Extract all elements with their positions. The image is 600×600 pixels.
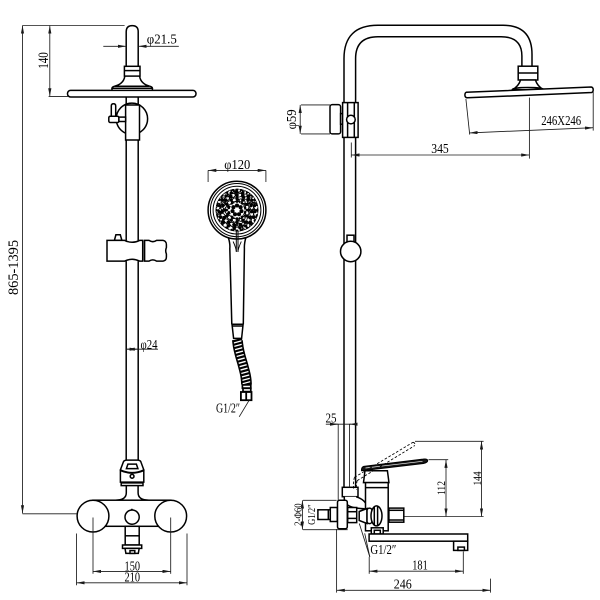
svg-text:246: 246 — [394, 578, 412, 593]
svg-text:G1/2″: G1/2″ — [306, 504, 318, 525]
svg-text:112: 112 — [436, 481, 448, 495]
svg-text:G1/2″: G1/2″ — [370, 542, 396, 557]
svg-text:140: 140 — [36, 52, 52, 69]
svg-text:2-Φ60: 2-Φ60 — [292, 503, 304, 526]
svg-text:246X246: 246X246 — [541, 114, 581, 129]
svg-text:345: 345 — [431, 142, 449, 157]
svg-text:144: 144 — [472, 471, 484, 485]
svg-text:150: 150 — [125, 560, 141, 575]
svg-text:210: 210 — [125, 571, 141, 586]
svg-text:865-1395: 865-1395 — [6, 240, 22, 295]
svg-text:G1/2″: G1/2″ — [216, 400, 240, 415]
svg-text:181: 181 — [412, 559, 428, 574]
svg-text:φ24: φ24 — [141, 338, 158, 353]
svg-text:φ59: φ59 — [285, 109, 300, 129]
svg-text:25: 25 — [326, 412, 337, 427]
svg-text:φ120: φ120 — [224, 158, 250, 173]
svg-text:φ21.5: φ21.5 — [147, 33, 177, 48]
